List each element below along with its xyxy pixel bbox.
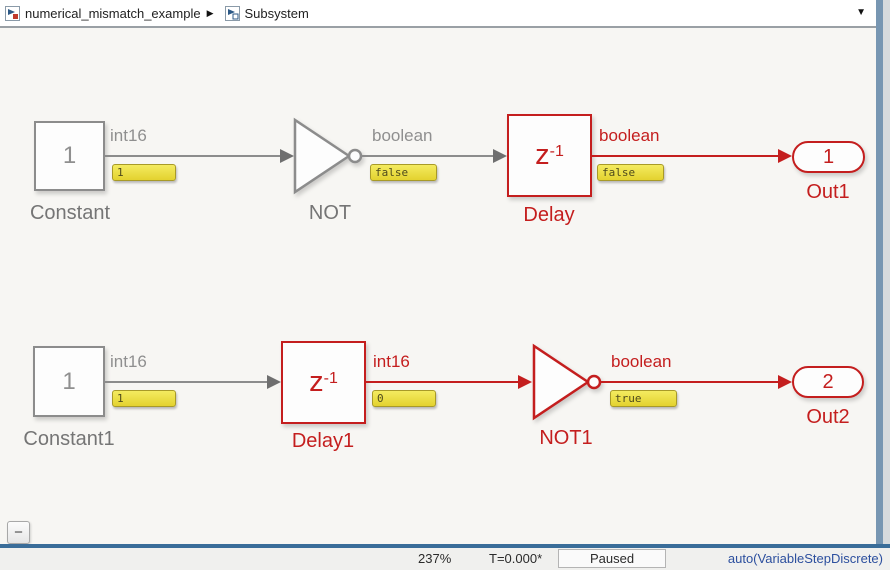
- model-icon: [5, 5, 20, 21]
- delay1-symbol: z-1: [309, 366, 338, 398]
- out2-port-number: 2: [822, 370, 834, 393]
- block-constant[interactable]: 1: [34, 121, 105, 191]
- block-label-not1: NOT1: [539, 427, 593, 449]
- signal-value-tag[interactable]: 1: [112, 390, 176, 407]
- wire-delay-to-out1[interactable]: [592, 155, 778, 157]
- arrowhead: [267, 375, 281, 389]
- hide-explorer-button[interactable]: −: [7, 521, 30, 544]
- block-constant1[interactable]: 1: [33, 346, 105, 417]
- block-label-constant: Constant: [29, 202, 111, 224]
- right-scrollbar[interactable]: [876, 0, 883, 544]
- arrowhead: [778, 375, 792, 389]
- signal-value-tag[interactable]: true: [610, 390, 677, 407]
- breadcrumb-model[interactable]: numerical_mismatch_example: [25, 5, 201, 21]
- signal-value-tag[interactable]: false: [597, 164, 664, 181]
- breadcrumb: numerical_mismatch_example ▶ Subsystem ▼: [0, 0, 876, 28]
- signal-type-label: int16: [373, 352, 410, 371]
- model-canvas[interactable]: 1 Constant int16 1 NOT boolean false z-1…: [0, 30, 876, 544]
- signal-type-label: boolean: [599, 126, 660, 145]
- wire-not1-to-out2[interactable]: [600, 381, 778, 383]
- signal-value-tag[interactable]: false: [370, 164, 437, 181]
- simulation-state-badge: Paused: [558, 549, 666, 568]
- arrowhead: [778, 149, 792, 163]
- minus-icon: −: [14, 524, 23, 541]
- arrowhead: [518, 375, 532, 389]
- right-window-edge: [883, 0, 890, 544]
- wire-constant-to-not[interactable]: [104, 155, 282, 157]
- signal-value-tag[interactable]: 1: [112, 164, 176, 181]
- breadcrumb-subsystem[interactable]: Subsystem: [244, 5, 309, 21]
- zoom-level: 237%: [418, 551, 452, 566]
- block-label-delay: Delay: [523, 204, 575, 226]
- wire-delay1-to-not1[interactable]: [366, 381, 518, 383]
- canvas-bottom-frame: [0, 544, 890, 548]
- arrowhead: [280, 149, 294, 163]
- block-label-not: NOT: [308, 202, 352, 224]
- wire-not-to-delay[interactable]: [361, 155, 493, 157]
- wire-constant1-to-delay1[interactable]: [104, 381, 268, 383]
- signal-value-tag[interactable]: 0: [372, 390, 436, 407]
- breadcrumb-separator-icon: ▶: [206, 7, 214, 18]
- status-bar: 237% T=0.000* Paused auto(VariableStepDi…: [0, 548, 890, 570]
- block-delay1[interactable]: z-1: [281, 341, 366, 424]
- signal-type-label: boolean: [372, 126, 433, 145]
- arrowhead: [493, 149, 507, 163]
- signal-type-label: int16: [110, 126, 147, 145]
- block-out1[interactable]: 1: [792, 141, 865, 173]
- subsystem-icon: [224, 5, 240, 21]
- block-delay[interactable]: z-1: [507, 114, 592, 197]
- signal-type-label: boolean: [611, 352, 672, 371]
- constant1-value: 1: [62, 367, 76, 395]
- block-label-out2: Out2: [806, 406, 850, 428]
- delay-symbol: z-1: [535, 139, 564, 171]
- solver-link[interactable]: auto(VariableStepDiscrete): [727, 551, 883, 566]
- block-not1-gate[interactable]: [531, 340, 605, 424]
- signal-type-label: int16: [110, 352, 147, 371]
- block-not-gate[interactable]: [292, 114, 366, 198]
- block-label-constant1: Constant1: [23, 428, 115, 450]
- block-out2[interactable]: 2: [792, 366, 864, 398]
- constant-value: 1: [62, 142, 77, 169]
- block-label-out1: Out1: [806, 181, 850, 203]
- simulation-time: T=0.000*: [489, 551, 543, 566]
- block-label-delay1: Delay1: [291, 430, 355, 452]
- out1-port-number: 1: [822, 145, 835, 168]
- breadcrumb-dropdown-icon[interactable]: ▼: [856, 7, 866, 18]
